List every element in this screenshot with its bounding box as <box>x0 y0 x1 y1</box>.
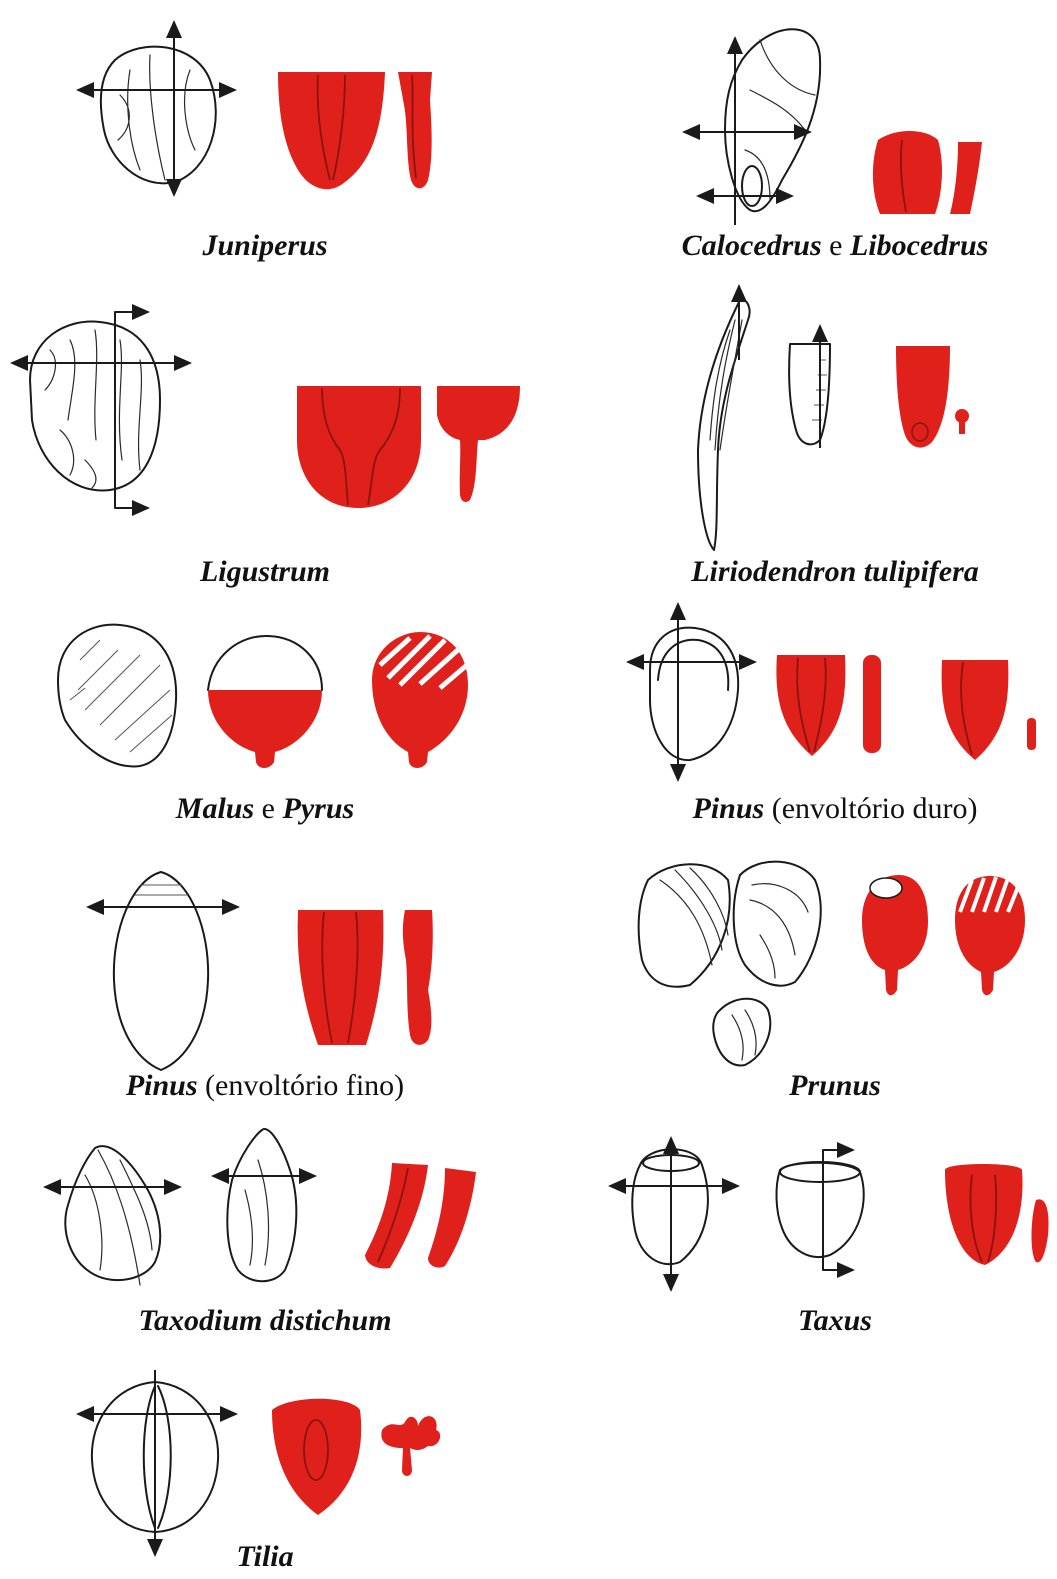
pinus-duro-figure <box>628 604 1036 780</box>
caption-calocedrus: Calocedrus e Libocedrus <box>640 229 1030 263</box>
caption-taxodium-species: Taxodium distichum <box>138 1304 391 1337</box>
tilia-figure <box>78 1370 440 1555</box>
caption-ligustrum: Ligustrum <box>100 555 430 589</box>
malus-seed-outline <box>58 625 176 767</box>
caption-tilia: Tilia <box>100 1540 430 1574</box>
prunus-seed-outline-3 <box>713 999 770 1066</box>
pinus-fino-section-side <box>403 910 433 1045</box>
juniperus-seed-outline <box>78 22 235 195</box>
taxus-section-front <box>945 1164 1023 1265</box>
caption-taxodium: Taxodium distichum <box>80 1304 450 1338</box>
taxus-figure <box>610 1138 1049 1290</box>
pinus-duro-section-side-1 <box>863 655 881 753</box>
caption-liriodendron-species: Liriodendron tulipifera <box>691 555 979 588</box>
caption-malus-conjunction: e <box>254 792 282 825</box>
tilia-section-front <box>272 1399 361 1515</box>
caption-libocedrus-genus: Libocedrus <box>850 229 988 262</box>
tilia-seed-outline <box>78 1370 236 1555</box>
caption-malus-pyrus: Malus e Pyrus <box>100 792 430 826</box>
caption-ligustrum-genus: Ligustrum <box>200 555 330 588</box>
caption-juniperus: Juniperus <box>100 229 430 263</box>
caption-pyrus-genus: Pyrus <box>283 792 355 825</box>
juniperus-figure <box>78 22 432 195</box>
caption-tilia-genus: Tilia <box>236 1540 293 1573</box>
juniperus-section-side <box>398 72 432 188</box>
prunus-figure <box>639 862 1025 1066</box>
calocedrus-section-front <box>873 131 942 214</box>
prunus-seed-outline-2 <box>734 862 821 986</box>
caption-pinus-duro: Pinus (envoltório duro) <box>640 792 1030 826</box>
caption-pinus-fino-note: (envoltório fino) <box>198 1069 405 1102</box>
caption-calocedrus-conjunction: e <box>822 229 850 262</box>
ligustrum-section-front <box>297 386 421 508</box>
malus-figure <box>58 625 468 768</box>
prunus-seed-outline-1 <box>639 864 730 987</box>
caption-liriodendron: Liriodendron tulipifera <box>640 555 1030 589</box>
prunus-section-front-1 <box>862 875 928 995</box>
pinus-duro-section-front-1 <box>776 655 845 756</box>
taxus-seed-outline-1 <box>610 1138 738 1290</box>
caption-malus-genus: Malus <box>176 792 254 825</box>
taxodium-section-2 <box>428 1168 476 1268</box>
liriodendron-section-front <box>896 346 950 448</box>
liriodendron-samara-outline <box>698 286 750 550</box>
pyrus-section-front <box>372 632 468 768</box>
caption-calocedrus-genus: Calocedrus <box>682 229 822 262</box>
caption-pinus-duro-note: (envoltório duro) <box>764 792 977 825</box>
taxus-section-side <box>1032 1199 1049 1262</box>
liriodendron-figure <box>698 286 969 550</box>
liriodendron-section-side <box>955 409 969 434</box>
juniperus-section-front <box>278 72 385 189</box>
ligustrum-figure <box>12 312 520 508</box>
malus-section-front <box>208 636 322 768</box>
taxodium-seed-outline-1 <box>45 1146 180 1285</box>
calocedrus-figure <box>684 29 982 225</box>
caption-pinus-fino: Pinus (envoltório fino) <box>80 1069 450 1103</box>
pinus-fino-section-front <box>298 910 384 1045</box>
taxodium-figure <box>45 1129 476 1285</box>
pinus-fino-seed-outline <box>88 872 238 1070</box>
ligustrum-seed-outline <box>12 312 190 508</box>
liriodendron-seed-outline <box>789 326 830 448</box>
prunus-section-front-2 <box>955 876 1025 995</box>
pinus-fino-figure <box>88 872 433 1070</box>
caption-taxus: Taxus <box>640 1304 1030 1338</box>
caption-prunus-genus: Prunus <box>789 1069 881 1102</box>
caption-pinus-duro-genus: Pinus <box>693 792 765 825</box>
caption-juniperus-genus: Juniperus <box>202 229 327 262</box>
taxodium-seed-outline-2 <box>213 1129 315 1281</box>
caption-prunus: Prunus <box>640 1069 1030 1103</box>
tilia-section-side <box>381 1416 440 1476</box>
caption-taxus-genus: Taxus <box>798 1304 872 1337</box>
taxus-seed-outline-2 <box>776 1150 863 1270</box>
taxodium-section-1 <box>365 1163 428 1268</box>
calocedrus-section-side <box>950 142 982 214</box>
pinus-duro-section-side-2 <box>1027 718 1036 750</box>
pinus-duro-seed-outline <box>628 604 755 780</box>
caption-pinus-fino-genus: Pinus <box>126 1069 198 1102</box>
ligustrum-section-side <box>437 386 520 502</box>
calocedrus-seed-outline <box>684 29 820 225</box>
pinus-duro-section-front-2 <box>942 660 1009 760</box>
